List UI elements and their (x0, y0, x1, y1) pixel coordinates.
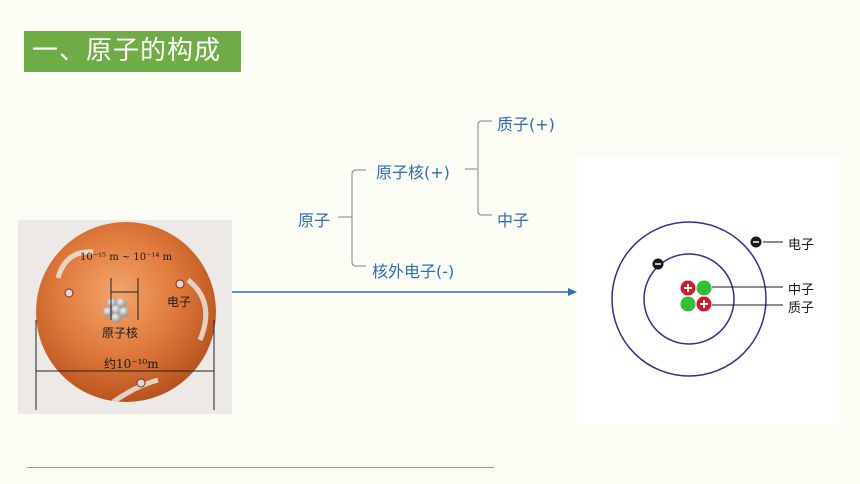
model-electron-inner (652, 258, 664, 270)
outer-orbit (611, 221, 767, 377)
photo-electron-1 (64, 288, 74, 298)
atom-model-diagram: 电子 中子 质子 (577, 158, 839, 424)
photo-electron-label: 电子 (167, 295, 192, 309)
nucleus-bracket (477, 120, 492, 216)
model-proton-2 (696, 296, 712, 312)
photo-electron-3 (136, 378, 146, 388)
model-neutron-1 (696, 280, 712, 296)
tree-electrons: 核外电子(-) (372, 262, 455, 281)
model-electron-outer (750, 236, 762, 248)
photo-electron-2 (175, 279, 185, 289)
root-bracket (351, 169, 366, 267)
photo-scale-label: 10⁻¹⁵ m ~ 10⁻¹⁴ m (80, 252, 173, 263)
model-proton-1 (680, 280, 696, 296)
model-electron-label: 电子 (788, 238, 815, 253)
model-proton-label: 质子 (788, 301, 815, 316)
model-neutron-label: 中子 (788, 283, 815, 298)
model-neutron-2 (680, 296, 696, 312)
photo-size-label: 约10⁻¹⁰m (104, 357, 159, 371)
arrow-head (568, 288, 577, 296)
tree-nucleus: 原子核(+) (376, 163, 450, 182)
tree-neutron: 中子 (497, 211, 530, 230)
atom-photo: 10⁻¹⁵ m ~ 10⁻¹⁴ m 原子核 电子 约10⁻¹⁰m (18, 220, 232, 414)
tree-root-atom: 原子 (298, 211, 331, 230)
tree-proton: 质子(+) (497, 115, 555, 134)
bottom-divider (27, 467, 494, 468)
inner-orbit (643, 253, 735, 345)
page-title: 一、原子的构成 (24, 31, 241, 72)
photo-nucleus-label: 原子核 (102, 326, 139, 340)
